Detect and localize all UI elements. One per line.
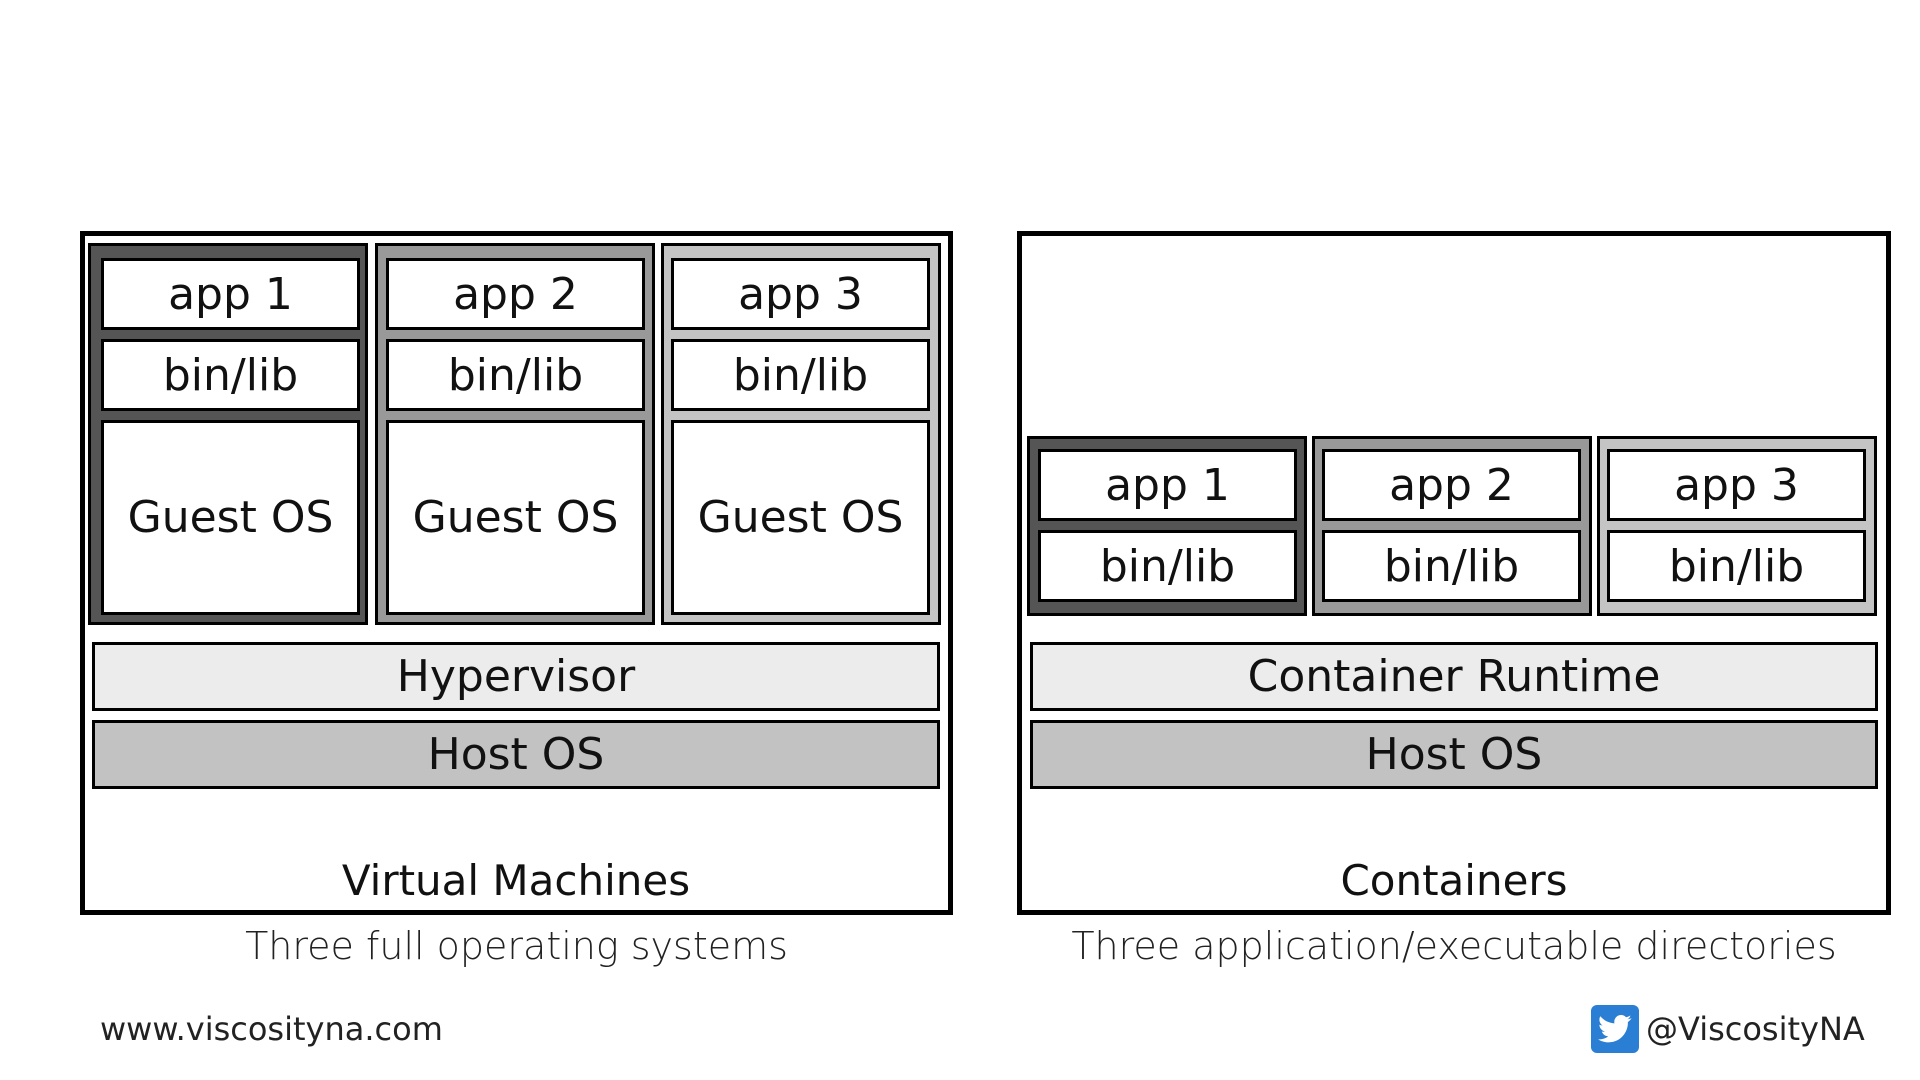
vm-binlib-2: bin/lib: [386, 339, 645, 411]
hypervisor-bar: Hypervisor: [92, 642, 940, 711]
vm-app-2: app 2: [386, 258, 645, 330]
vm-binlib-3: bin/lib: [671, 339, 930, 411]
container-caption: Three application/executable directories: [1071, 924, 1837, 968]
vm-app-1: app 1: [101, 258, 360, 330]
twitter-bird-icon[interactable]: [1591, 1005, 1639, 1053]
twitter-handle[interactable]: @ViscosityNA: [1646, 1010, 1865, 1048]
vm-host-os-bar: Host OS: [92, 720, 940, 789]
container-diagram-title: Containers: [1340, 855, 1568, 905]
vm-binlib-1: bin/lib: [101, 339, 360, 411]
vm-app-3: app 3: [671, 258, 930, 330]
container-host-os-bar: Host OS: [1030, 720, 1878, 789]
container-runtime-bar: Container Runtime: [1030, 642, 1878, 711]
container-binlib-3: bin/lib: [1607, 530, 1866, 602]
vm-guest-os-2: Guest OS: [386, 420, 645, 615]
vm-guest-os-3: Guest OS: [671, 420, 930, 615]
container-binlib-1: bin/lib: [1038, 530, 1297, 602]
vm-diagram-title: Virtual Machines: [341, 855, 691, 905]
container-binlib-2: bin/lib: [1322, 530, 1581, 602]
container-app-2: app 2: [1322, 449, 1581, 521]
container-app-1: app 1: [1038, 449, 1297, 521]
website-link[interactable]: www.viscosityna.com: [100, 1010, 443, 1048]
vm-guest-os-1: Guest OS: [101, 420, 360, 615]
vm-caption: Three full operating systems: [245, 924, 788, 968]
container-app-3: app 3: [1607, 449, 1866, 521]
